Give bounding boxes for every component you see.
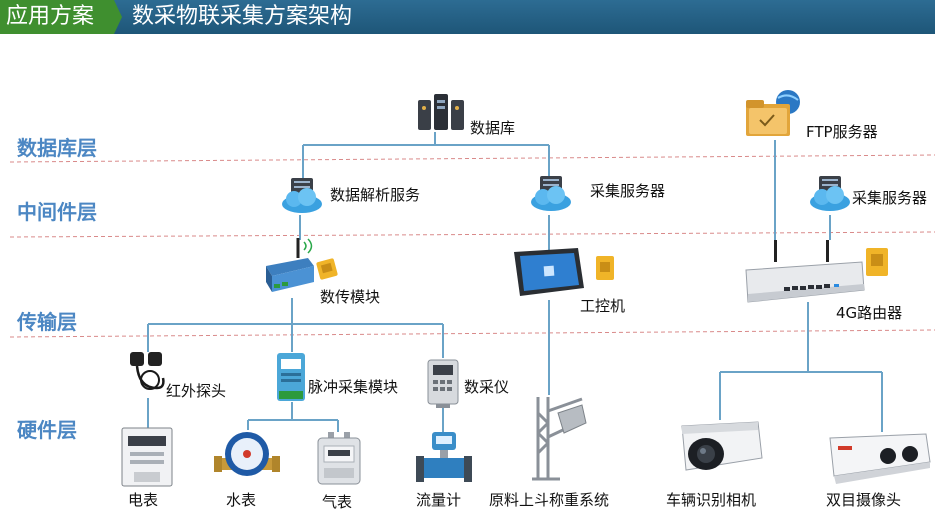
ipc-icon [512,246,622,306]
router-4g-icon [744,240,894,308]
ftp-folder-icon [744,88,806,144]
layer-label-transport: 传输层 [17,310,77,334]
layer-label-database: 数据库层 [17,136,97,160]
hopper-scale-icon [524,393,590,487]
water-meter-icon [212,428,282,490]
section-tab: 应用方案 [0,0,122,34]
gas-meter-label: 气表 [322,493,353,511]
database-label: 数据库 [470,119,516,137]
water-meter-label: 水表 [226,491,257,509]
router-4g-label: 4G路由器 [836,304,903,322]
plate-camera-label: 车辆识别相机 [666,491,757,509]
section-tab-label: 应用方案 [6,4,95,29]
binocular-camera-label: 双目摄像头 [826,491,902,509]
dtu-module-label: 数传模块 [320,288,381,306]
collect-server-left-label: 采集服务器 [590,182,666,200]
plate-camera-icon [676,418,766,488]
parse-service-cloud-icon [280,178,324,222]
parse-service-label: 数据解析服务 [330,186,421,204]
gas-meter-icon [316,432,362,490]
electric-meter-icon [120,426,176,492]
layer-dividers [9,154,935,338]
collect-server-left-cloud-icon [529,176,573,220]
hopper-scale-label: 原料上斗称重系统 [489,491,610,509]
flow-meter-label: 流量计 [416,491,462,509]
collect-server-right-cloud-icon [808,176,852,220]
collect-server-right-label: 采集服务器 [852,189,928,207]
ir-probe-icon [128,350,168,402]
layer-label-hardware: 硬件层 [17,418,77,442]
title-bar [0,0,935,34]
dtu-module-icon [262,236,342,302]
data-collector-label: 数采仪 [464,378,510,396]
layer-label-middleware: 中间件层 [17,200,97,224]
ftp-server-label: FTP服务器 [806,123,878,141]
ir-probe-label: 红外探头 [166,382,227,400]
flow-meter-icon [414,432,474,492]
ipc-label: 工控机 [580,297,626,315]
data-collector-icon [426,358,462,412]
electric-meter-label: 电表 [128,491,159,509]
pulse-module-label: 脉冲采集模块 [308,378,399,396]
binocular-camera-icon [826,432,934,492]
database-server-icon [416,94,466,136]
pulse-module-icon [275,351,309,407]
link-lines [147,132,883,432]
page-title: 数采物联采集方案架构 [132,4,353,29]
